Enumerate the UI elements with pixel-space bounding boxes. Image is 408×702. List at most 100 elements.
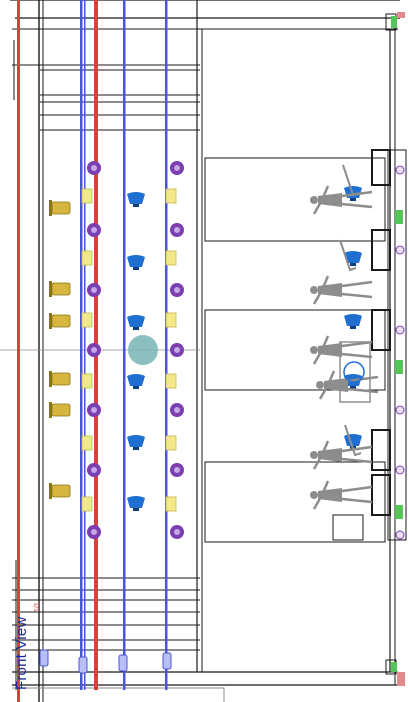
blue-truss-rail (84, 0, 86, 690)
wash-light-icon (81, 373, 93, 389)
blue-truss-rail (165, 0, 168, 690)
rail-clamp (39, 649, 49, 667)
drum-icon (343, 361, 365, 383)
performer-arm (326, 370, 336, 386)
rack-connector (395, 245, 405, 255)
floodlight-bracket (49, 200, 52, 216)
moving-head-lens (91, 287, 97, 293)
spotlight-icon (127, 435, 145, 447)
spotlight-base (133, 267, 139, 270)
performer-leg (341, 445, 373, 453)
red-truss-rail (17, 0, 20, 702)
moving-head-lens (91, 467, 97, 473)
floodlight-bracket (49, 281, 52, 297)
moving-head-lens (91, 227, 97, 233)
performer-arm (320, 185, 330, 201)
floodlight-icon (51, 282, 71, 296)
structure-foot (397, 672, 405, 686)
instrument-stand (344, 424, 362, 457)
performer-leg (341, 352, 373, 359)
performer-arm (320, 440, 330, 456)
moving-head-lens (174, 287, 180, 293)
performer-leg (341, 292, 373, 299)
performer-arm (312, 494, 324, 510)
performer-arm (320, 335, 330, 351)
performer-arm (312, 349, 324, 365)
rack-panel (395, 360, 403, 374)
wash-light-icon (165, 496, 177, 512)
floodlight-bracket (49, 402, 52, 418)
rack-connector (395, 530, 405, 540)
performer-leg (341, 202, 373, 209)
moving-head-lens (174, 165, 180, 171)
rack-connector (395, 465, 405, 475)
selection-marker-icon[interactable] (128, 335, 158, 365)
rack-panel (395, 210, 403, 224)
set-flat (204, 461, 386, 543)
floodlight-icon (51, 403, 71, 417)
wash-light-icon (165, 373, 177, 389)
performer-leg (347, 375, 379, 383)
spotlight-icon (127, 315, 145, 327)
wash-light-icon (81, 496, 93, 512)
spotlight-icon (127, 374, 145, 386)
rail-clamp (162, 652, 172, 670)
moving-head-lens (174, 227, 180, 233)
rail-clamp (118, 654, 128, 672)
moving-head-lens (174, 407, 180, 413)
spotlight-icon (344, 251, 362, 263)
performer-leg (347, 387, 379, 394)
rack-panel (395, 505, 403, 519)
performer-icon (310, 480, 373, 510)
performer-head (310, 491, 318, 499)
rail-clamp (78, 656, 88, 674)
wash-light-icon (81, 435, 93, 451)
wash-light-icon (81, 250, 93, 266)
view-tag: 1/1 (34, 602, 41, 612)
set-unit (371, 229, 391, 271)
floodlight-icon (51, 372, 71, 386)
performer-head (316, 381, 324, 389)
blue-truss-rail (123, 0, 126, 690)
floodlight-bracket (49, 371, 52, 387)
structure-cap-fill (391, 662, 397, 672)
structure-cap-fill (391, 16, 397, 28)
performer-arm (312, 199, 324, 215)
moving-head-lens (174, 347, 180, 353)
floodlight-icon (51, 314, 71, 328)
selection-marker[interactable] (128, 335, 158, 365)
floodlight-icon (51, 201, 71, 215)
performer-head (310, 346, 318, 354)
set-unit (371, 149, 391, 186)
rack-connector (395, 165, 405, 175)
performer-head (310, 196, 318, 204)
wash-light-icon (81, 312, 93, 328)
spotlight-base (350, 386, 356, 389)
performer-head (310, 451, 318, 459)
prop-box (332, 514, 364, 541)
spotlight-base (133, 386, 139, 389)
spotlight-icon (127, 255, 145, 267)
spotlight-base (350, 198, 356, 201)
wash-light-icon (81, 188, 93, 204)
spotlight-base (133, 447, 139, 450)
performer-icon (310, 440, 373, 470)
performer-arm (312, 289, 324, 305)
lighting-fixtures (49, 161, 362, 539)
performer-leg (341, 280, 373, 288)
moving-head-lens (174, 467, 180, 473)
performer-icon (310, 185, 373, 215)
performer-icon (310, 275, 373, 305)
floodlight-bracket (49, 313, 52, 329)
spotlight-base (133, 327, 139, 330)
moving-head-lens (91, 165, 97, 171)
performer-leg (341, 457, 373, 464)
spotlight-base (133, 508, 139, 511)
rack-connector (395, 405, 405, 415)
blue-truss-rail (80, 0, 83, 690)
performer-arm (320, 275, 330, 291)
performer-leg (341, 485, 373, 493)
set-unit (371, 309, 391, 351)
